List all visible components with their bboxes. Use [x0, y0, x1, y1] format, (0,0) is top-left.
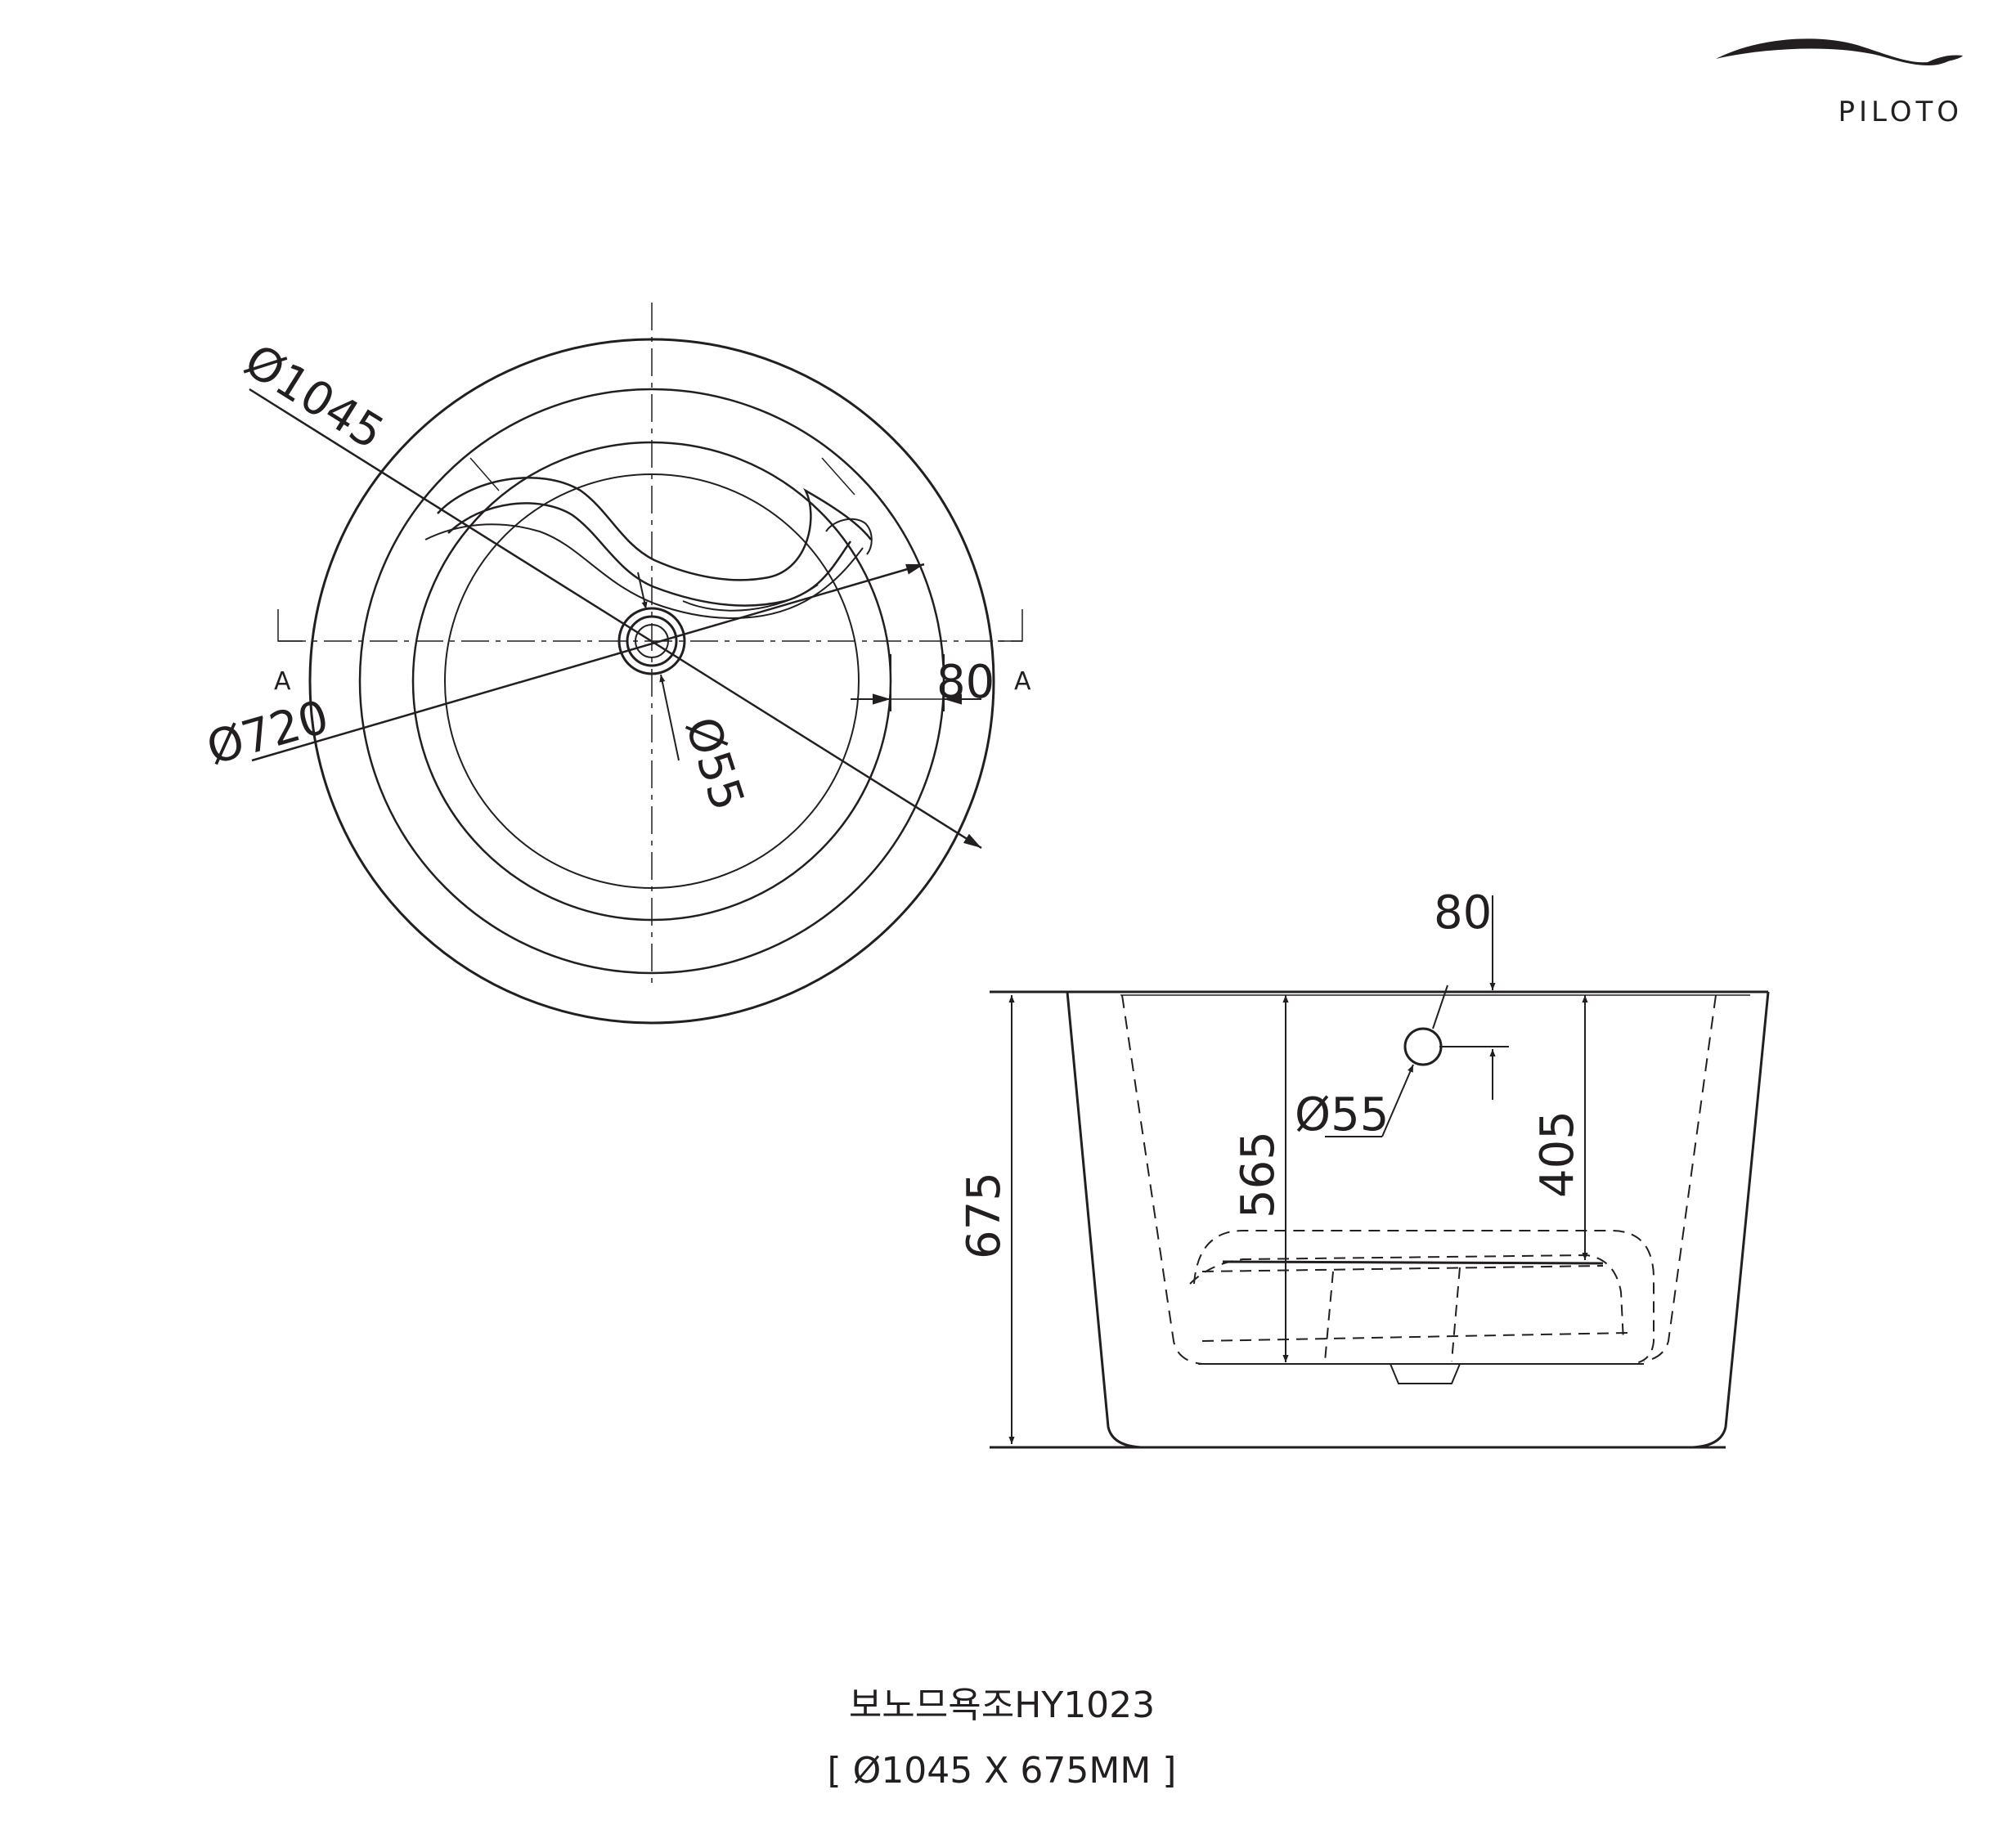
label-overflow: Ø55	[1295, 1088, 1389, 1142]
section-mark-left-bracket	[277, 609, 303, 642]
seat-hidden-inner	[1189, 1254, 1624, 1342]
brand-name: PILOTO	[1838, 96, 1963, 128]
seat-contour-inner	[447, 502, 852, 607]
label-outer-diameter: Ø1045	[236, 334, 393, 460]
label-inner-diameter: Ø720	[201, 690, 334, 775]
logo-wave-tail-icon	[1926, 55, 1963, 64]
dim-line-drain-lower	[659, 674, 680, 761]
seat-bowl-line	[682, 584, 819, 612]
overflow-leader-tail	[1432, 985, 1448, 1029]
section-mark-right-label: A	[1014, 667, 1031, 696]
section-mark-right-bracket	[998, 609, 1023, 642]
label-overflow-height: 405	[1531, 1110, 1584, 1198]
product-spec: [ Ø1045 X 675MM ]	[828, 1750, 1177, 1792]
seat-hidden-ledge	[1201, 1265, 1604, 1272]
section-view	[990, 895, 1770, 1449]
label-rim-section: 80	[1434, 886, 1492, 940]
seat-hidden-divider-a	[1324, 1271, 1334, 1362]
label-drain-plan: Ø55	[675, 711, 754, 817]
seat-hidden-floor	[1201, 1332, 1628, 1342]
drain-pocket	[1390, 1363, 1461, 1384]
brand-logo: PILOTO	[1716, 38, 1963, 128]
logo-wave-icon	[1716, 38, 1950, 65]
tub-outer-body	[1066, 991, 1770, 1449]
label-inner-depth: 565	[1232, 1131, 1285, 1218]
seat-contour-outer	[437, 477, 872, 581]
label-rim-plan: 80	[936, 656, 995, 709]
seat-hidden-divider-b	[1451, 1267, 1461, 1362]
seat-side-line-right	[821, 457, 855, 496]
overflow-circle	[1403, 1027, 1443, 1066]
plan-view	[249, 303, 1023, 1025]
inner-wall-left-hidden	[1121, 994, 1203, 1365]
seat-side-line-left	[469, 457, 500, 491]
inner-wall-right-hidden	[1643, 994, 1717, 1362]
label-total-height: 675	[958, 1172, 1011, 1259]
seat-edge-right	[825, 518, 873, 555]
section-mark-left-label: A	[274, 667, 291, 696]
seat-contour-front	[424, 523, 864, 619]
dim-line-outer-diameter	[249, 388, 982, 850]
dim-line-drain-upper	[637, 572, 648, 610]
drain-inner-circle	[635, 624, 669, 658]
seat-hidden-outer	[1193, 1230, 1655, 1365]
drain-outer-circle	[617, 607, 686, 675]
product-name: 보노므욕조HY1023	[849, 1684, 1155, 1726]
overflow-leader	[1381, 1064, 1414, 1137]
seat-top-line	[1222, 1260, 1604, 1265]
dim-line-inner-diameter	[251, 563, 925, 762]
drain-middle-circle	[626, 615, 678, 667]
